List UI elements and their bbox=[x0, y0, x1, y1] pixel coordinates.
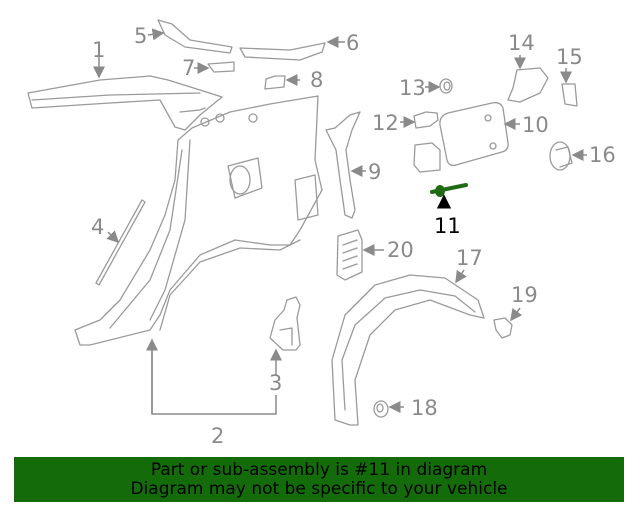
part-5-reinforcement bbox=[157, 19, 233, 54]
callout-8[interactable]: 8 bbox=[310, 68, 324, 92]
callout-11-highlighted[interactable]: 11 bbox=[434, 214, 461, 238]
part-17-fender-liner bbox=[331, 274, 485, 426]
callout-15[interactable]: 15 bbox=[556, 45, 583, 69]
part-12-hinge bbox=[413, 111, 439, 129]
part-10-fuel-door bbox=[413, 101, 509, 173]
callout-6[interactable]: 6 bbox=[346, 31, 360, 55]
part-11-highlighted bbox=[430, 183, 468, 209]
disclaimer-banner: Part or sub-assembly is #11 in diagram D… bbox=[14, 457, 624, 502]
callout-3[interactable]: 3 bbox=[269, 371, 283, 395]
callout-19[interactable]: 19 bbox=[511, 283, 538, 307]
callout-2[interactable]: 2 bbox=[211, 424, 225, 448]
banner-line-part-number: Part or sub-assembly is #11 in diagram bbox=[150, 460, 488, 480]
callout-12[interactable]: 12 bbox=[372, 111, 399, 135]
callout-9[interactable]: 9 bbox=[368, 160, 382, 184]
part-19-clip bbox=[493, 317, 513, 339]
part-16-bumper bbox=[549, 141, 573, 171]
part-8-bracket bbox=[264, 75, 286, 90]
part-15-clip bbox=[561, 83, 578, 107]
leader-lines bbox=[93, 28, 587, 415]
callout-1[interactable]: 1 bbox=[92, 38, 106, 62]
part-13-grommet bbox=[439, 78, 453, 94]
callout-18[interactable]: 18 bbox=[411, 396, 438, 420]
part-6-reinforcement bbox=[239, 42, 326, 61]
callout-17[interactable]: 17 bbox=[456, 246, 483, 270]
callout-7[interactable]: 7 bbox=[182, 56, 196, 80]
callout-13[interactable]: 13 bbox=[399, 76, 426, 100]
part-4-moulding bbox=[95, 199, 146, 286]
callout-5[interactable]: 5 bbox=[134, 24, 148, 48]
part-14-lock-actuator bbox=[507, 67, 549, 103]
part-18-grommet bbox=[373, 400, 389, 418]
banner-line-disclaimer: Diagram may not be specific to your vehi… bbox=[130, 479, 508, 499]
part-9-brace bbox=[325, 111, 361, 219]
part-3-bracket bbox=[269, 296, 301, 351]
part-2-quarter-panel bbox=[74, 95, 323, 346]
part-7-bracket bbox=[207, 61, 235, 73]
part-20-vent bbox=[336, 229, 363, 281]
callout-14[interactable]: 14 bbox=[508, 31, 535, 55]
callout-20[interactable]: 20 bbox=[387, 238, 414, 262]
part-1-roof-rail bbox=[27, 75, 223, 131]
callout-16[interactable]: 16 bbox=[589, 143, 616, 167]
callout-4[interactable]: 4 bbox=[91, 215, 105, 239]
callout-10[interactable]: 10 bbox=[522, 113, 549, 137]
